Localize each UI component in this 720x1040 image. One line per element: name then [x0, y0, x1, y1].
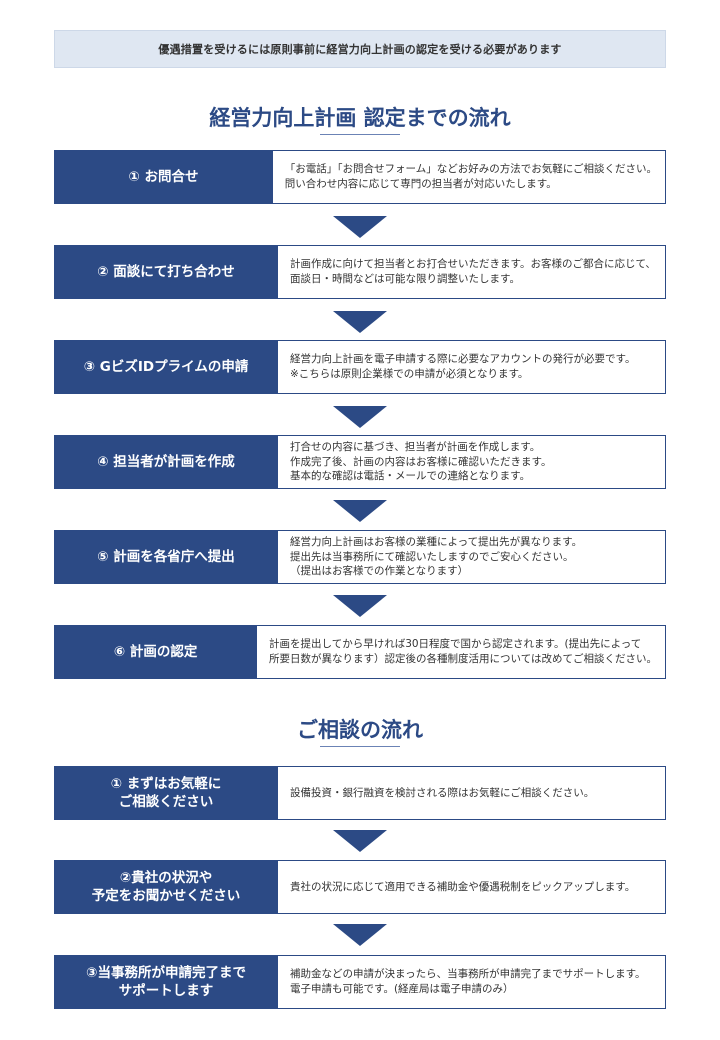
cert-step-3-label: ③ GビズIDプライムの申請 [55, 341, 277, 393]
desc-line: 電子申請も可能です。(経産局は電子申請のみ） [290, 983, 514, 995]
down-arrow-icon [333, 500, 387, 522]
desc-line: ※こちらは原則企業様での申請が必須となります。 [290, 368, 529, 380]
consult-step-1-description: 設備投資・銀行融資を検討される際はお気軽にご相談ください。 [277, 767, 665, 819]
cert-step-1: ① お問合せ 「お電話」「お問合せフォーム」などお好みの方法でお気軽にご相談くだ… [54, 150, 666, 204]
cert-step-6: ⑥ 計画の認定 計画を提出してから早ければ30日程度で国から認定されます。(提出… [54, 625, 666, 679]
consult-step-2: ②貴社の状況や 予定をお聞かせください 貴社の状況に応じて適用できる補助金や優遇… [54, 860, 666, 914]
desc-line: 経営力向上計画を電子申請する際に必要なアカウントの発行が必要です。 [290, 353, 636, 366]
consult-step-2-label: ②貴社の状況や 予定をお聞かせください [55, 861, 277, 913]
cert-step-4: ④ 担当者が計画を作成 打合せの内容に基づき、担当者が計画を作成します。 作成完… [54, 435, 666, 489]
desc-line: 補助金などの申請が決まったら、当事務所が申請完了までサポートします。 [290, 968, 646, 981]
desc-line: 設備投資・銀行融資を検討される際はお気軽にご相談ください。 [290, 786, 595, 799]
desc-line: （提出はお客様での作業となります） [290, 565, 469, 578]
consult-step-1-label: ① まずはお気軽に ご相談ください [55, 767, 277, 819]
down-arrow-icon [333, 406, 387, 428]
desc-line: 面談日・時間などは可能な限り調整いたします。 [290, 273, 520, 285]
cert-step-3: ③ GビズIDプライムの申請 経営力向上計画を電子申請する際に必要なアカウントの… [54, 340, 666, 394]
desc-line: 貴社の状況に応じて適用できる補助金や優遇税制をピックアップします。 [290, 880, 636, 893]
consult-step-3: ③当事務所が申請完了まで サポートします 補助金などの申請が決まったら、当事務所… [54, 955, 666, 1009]
down-arrow-icon [333, 830, 387, 852]
consult-step-3-label: ③当事務所が申請完了まで サポートします [55, 956, 277, 1008]
section-title-consultation-flow: ご相談の流れ [297, 718, 423, 742]
cert-step-4-description: 打合せの内容に基づき、担当者が計画を作成します。 作成完了後、計画の内容はお客様… [277, 436, 665, 488]
cert-step-5-label: ⑤ 計画を各省庁へ提出 [55, 531, 277, 583]
cert-step-1-description: 「お電話」「お問合せフォーム」などお好みの方法でお気軽にご相談ください。 問い合… [271, 151, 665, 203]
consult-step-2-description: 貴社の状況に応じて適用できる補助金や優遇税制をピックアップします。 [277, 861, 665, 913]
desc-line: 打合せの内容に基づき、担当者が計画を作成します。 [290, 440, 541, 453]
down-arrow-icon [333, 924, 387, 946]
consult-step-3-description: 補助金などの申請が決まったら、当事務所が申請完了までサポートします。 電子申請も… [277, 956, 665, 1008]
cert-step-5: ⑤ 計画を各省庁へ提出 経営力向上計画はお客様の業種によって提出先が異なります。… [54, 530, 666, 584]
desc-line: 作成完了後、計画の内容はお客様に確認いただきます。 [290, 455, 552, 468]
desc-line: 計画を提出してから早ければ30日程度で国から認定されます。(提出先によって [269, 638, 642, 651]
title-underline [320, 134, 400, 135]
desc-line: 問い合わせ内容に応じて専門の担当者が対応いたします。 [284, 178, 557, 190]
title-underline [320, 746, 400, 747]
down-arrow-icon [333, 311, 387, 333]
cert-step-2: ② 面談にて打ち合わせ 計画作成に向けて担当者とお打合せいただきます。お客様のご… [54, 245, 666, 299]
desc-line: 所要日数が異なります）認定後の各種制度活用については改めてご相談ください。 [269, 653, 657, 665]
desc-line: 計画作成に向けて担当者とお打合せいただきます。お客様のご都合に応じて、 [290, 258, 656, 271]
notice-banner: 優遇措置を受けるには原則事前に経営力向上計画の認定を受ける必要があります [54, 30, 666, 68]
cert-step-1-label: ① お問合せ [55, 151, 272, 203]
cert-step-3-description: 経営力向上計画を電子申請する際に必要なアカウントの発行が必要です。 ※こちらは原… [277, 341, 665, 393]
down-arrow-icon [333, 595, 387, 617]
cert-step-5-description: 経営力向上計画はお客様の業種によって提出先が異なります。 提出先は当事務所にて確… [277, 531, 665, 583]
cert-step-6-label: ⑥ 計画の認定 [55, 626, 257, 678]
cert-step-2-label: ② 面談にて打ち合わせ [55, 246, 277, 298]
desc-line: 提出先は当事務所にて確認いたしますのでご安心ください。 [290, 550, 574, 563]
cert-step-4-label: ④ 担当者が計画を作成 [55, 436, 277, 488]
down-arrow-icon [333, 216, 387, 238]
desc-line: 「お電話」「お問合せフォーム」などお好みの方法でお気軽にご相談ください。 [284, 163, 657, 176]
desc-line: 基本的な確認は電話・メールでの連絡となります。 [290, 470, 531, 483]
cert-step-2-description: 計画作成に向けて担当者とお打合せいただきます。お客様のご都合に応じて、 面談日・… [277, 246, 665, 298]
section-title-certification-flow: 経営力向上計画 認定までの流れ [209, 106, 511, 130]
desc-line: 経営力向上計画はお客様の業種によって提出先が異なります。 [290, 535, 583, 548]
cert-step-6-description: 計画を提出してから早ければ30日程度で国から認定されます。(提出先によって 所要… [256, 626, 665, 678]
consult-step-1: ① まずはお気軽に ご相談ください 設備投資・銀行融資を検討される際はお気軽にご… [54, 766, 666, 820]
